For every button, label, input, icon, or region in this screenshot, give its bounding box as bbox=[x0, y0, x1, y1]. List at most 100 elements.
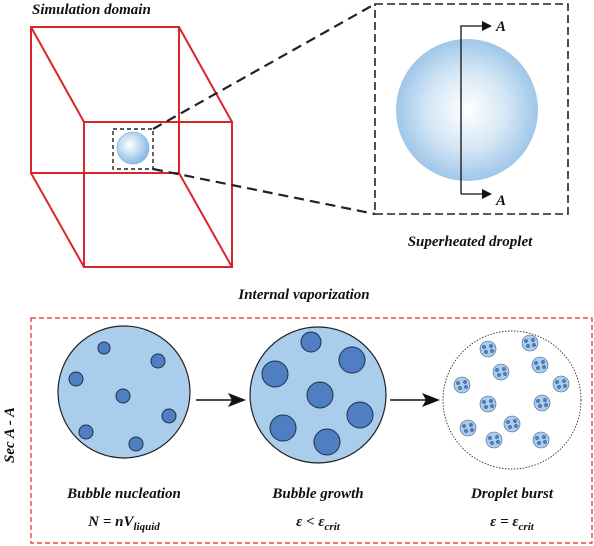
section-side-label: Sec A - A bbox=[2, 407, 18, 463]
fragment-bubble bbox=[489, 344, 493, 348]
fragment-bubble bbox=[563, 384, 567, 388]
arrow-top-icon bbox=[482, 21, 492, 31]
fragment-bubble bbox=[456, 381, 460, 385]
bubble bbox=[346, 401, 374, 429]
bubble bbox=[97, 341, 111, 355]
fragment-bubble bbox=[531, 338, 535, 342]
bubble bbox=[115, 388, 131, 404]
fragment-bubble bbox=[536, 366, 540, 370]
stage-2-equation: ε < εcrit bbox=[296, 514, 341, 533]
stage-nucleation bbox=[57, 325, 191, 459]
fragment-bubble bbox=[541, 360, 545, 364]
bubble bbox=[306, 381, 334, 409]
bubble bbox=[300, 331, 322, 353]
fragment-bubble bbox=[484, 350, 488, 354]
fragment-bubble bbox=[482, 345, 486, 349]
fragment-bubble bbox=[532, 343, 536, 347]
fragment-bubble bbox=[513, 419, 517, 423]
fragment-bubble bbox=[482, 400, 486, 404]
fragment-bubble bbox=[524, 339, 528, 343]
fragment-droplet bbox=[531, 356, 549, 374]
fragment-bubble bbox=[508, 425, 512, 429]
section-frame bbox=[30, 317, 593, 544]
fragment-droplet bbox=[492, 363, 510, 381]
equation-sub: liquid bbox=[133, 521, 160, 533]
fragment-bubble bbox=[535, 436, 539, 440]
arrow-right-icon bbox=[196, 393, 246, 407]
stage-1-title: Bubble nucleation bbox=[66, 486, 181, 502]
bubble bbox=[313, 428, 341, 456]
selection-box bbox=[112, 128, 154, 170]
equation-main: N = nV bbox=[87, 514, 135, 530]
simulation-domain-title: Simulation domain bbox=[32, 2, 151, 18]
fragment-bubble bbox=[489, 399, 493, 403]
fragment-bubble bbox=[458, 386, 462, 390]
fragment-droplet bbox=[453, 376, 471, 394]
fragment-bubble bbox=[544, 403, 548, 407]
fragment-bubble bbox=[543, 440, 547, 444]
fragment-droplet bbox=[532, 431, 550, 449]
fragment-bubble bbox=[534, 361, 538, 365]
equation-sub: crit bbox=[325, 521, 341, 533]
bubble bbox=[150, 353, 166, 369]
fragment-bubble bbox=[537, 441, 541, 445]
zoom-line-bottom bbox=[152, 167, 376, 216]
fragment-bubble bbox=[484, 405, 488, 409]
stage-growth bbox=[249, 326, 387, 464]
fragment-droplet bbox=[503, 415, 521, 433]
fragment-bubble bbox=[514, 424, 518, 428]
fragment-bubble bbox=[503, 372, 507, 376]
small-droplet bbox=[116, 131, 150, 165]
fragment-bubble bbox=[542, 435, 546, 439]
fragment-bubble bbox=[555, 380, 559, 384]
fragment-bubble bbox=[462, 424, 466, 428]
fragment-bubble bbox=[496, 440, 500, 444]
equation-main: ε < ε bbox=[296, 514, 325, 530]
stage-burst bbox=[442, 330, 582, 470]
stage-1-equation: N = nVliquid bbox=[87, 514, 160, 533]
equation-main: ε = ε bbox=[490, 514, 519, 530]
burst-fragments bbox=[453, 334, 570, 449]
fragment-bubble bbox=[490, 404, 494, 408]
fragment-bubble bbox=[543, 398, 547, 402]
bubble bbox=[161, 408, 177, 424]
fragment-bubble bbox=[497, 373, 501, 377]
fragment-bubble bbox=[488, 436, 492, 440]
bubble bbox=[68, 371, 84, 387]
fragment-bubble bbox=[562, 379, 566, 383]
fragment-bubble bbox=[526, 344, 530, 348]
fragment-bubble bbox=[463, 380, 467, 384]
fragment-droplet bbox=[533, 394, 551, 412]
arrow-bottom-icon bbox=[482, 189, 492, 199]
bubble bbox=[269, 414, 297, 442]
fragment-bubble bbox=[490, 349, 494, 353]
simulation-cube bbox=[30, 26, 233, 268]
fragment-droplet bbox=[459, 419, 477, 437]
fragment-droplet bbox=[479, 395, 497, 413]
fragment-bubble bbox=[502, 367, 506, 371]
fragment-bubble bbox=[536, 399, 540, 403]
section-marker-bottom: A bbox=[495, 193, 506, 209]
section-marker-top: A bbox=[495, 19, 506, 35]
superheated-droplet bbox=[396, 39, 538, 181]
fragment-bubble bbox=[557, 385, 561, 389]
stage-2-title: Bubble growth bbox=[271, 486, 363, 502]
fragment-bubble bbox=[469, 423, 473, 427]
equation-sub: crit bbox=[519, 521, 535, 533]
fragment-droplet bbox=[485, 431, 503, 449]
bubble bbox=[78, 424, 94, 440]
zoom-line-top bbox=[152, 3, 376, 130]
fragment-bubble bbox=[495, 368, 499, 372]
superheated-droplet-caption: Superheated droplet bbox=[408, 234, 533, 250]
fragment-bubble bbox=[464, 429, 468, 433]
stage-3-equation: ε = εcrit bbox=[490, 514, 535, 533]
fragment-bubble bbox=[495, 435, 499, 439]
fragment-bubble bbox=[464, 385, 468, 389]
burst-outline bbox=[442, 330, 582, 470]
fragment-bubble bbox=[538, 404, 542, 408]
bubble bbox=[261, 360, 289, 388]
fragment-droplet bbox=[479, 340, 497, 358]
bubble bbox=[128, 436, 144, 452]
fragment-droplet bbox=[552, 375, 570, 393]
